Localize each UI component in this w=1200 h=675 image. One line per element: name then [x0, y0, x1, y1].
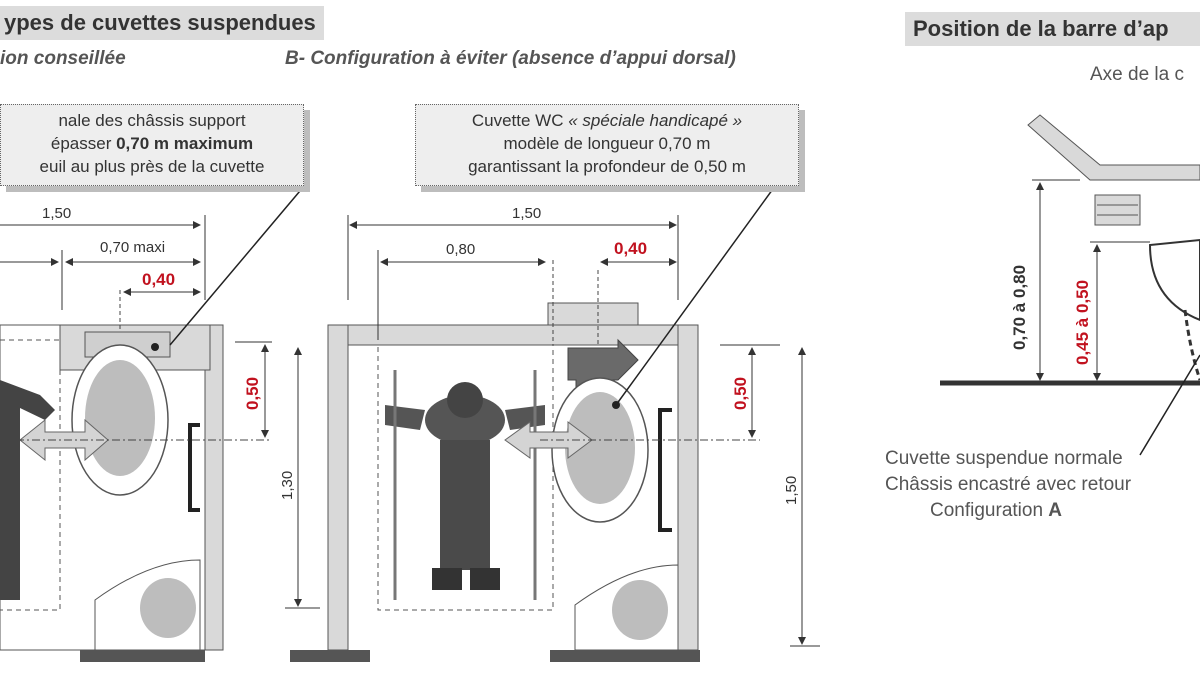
leader-line-b — [615, 181, 779, 406]
wall-a-right — [204, 324, 224, 651]
pointer-dot-a — [151, 343, 159, 351]
dim-red-h-a: 0,40 — [142, 270, 175, 289]
dim-red-v-a: 0,50 — [243, 377, 262, 410]
dim-red-c: 0,45 à 0,50 — [1073, 280, 1092, 365]
note-a-line2: épasser 0,70 m maximum — [1, 132, 303, 155]
dim-red-c-text: 0,45 à 0,50 — [1073, 280, 1092, 365]
grab-bar-raised-c — [1027, 114, 1200, 181]
dim-left-b: 0,80 — [446, 241, 475, 258]
grab-bar-section-c — [1094, 194, 1141, 226]
toilet-seat-a — [85, 360, 155, 476]
caption-c: Cuvette suspendue normale Châssis encast… — [885, 446, 1131, 524]
dim-height-c-text: 0,70 à 0,80 — [1010, 265, 1029, 350]
section-c-title: Position de la barre d’ap — [905, 12, 1200, 46]
floor-b-left — [290, 650, 370, 662]
note-b-line1-italic: « spéciale handicapé » — [568, 111, 743, 130]
wheelchair-zone-b — [377, 344, 554, 611]
dim-red-h-b: 0,40 — [614, 239, 647, 258]
note-b-line1: Cuvette WC « spéciale handicapé » — [416, 109, 798, 132]
caption-c-line3: Configuration A — [885, 498, 1131, 524]
floor-a — [80, 650, 205, 662]
note-b-line2: modèle de longueur 0,70 m — [503, 134, 711, 153]
floor-b-right — [550, 650, 700, 662]
elevation-c: 0,70 à 0,80 0,45 à 0,50 — [940, 114, 1200, 456]
caption-c-line3-text: Configuration — [930, 500, 1049, 521]
wall-b-left — [327, 324, 349, 651]
dim-height-c: 0,70 à 0,80 — [1010, 265, 1029, 350]
chassis-b — [547, 302, 639, 326]
wall-b-right — [677, 324, 699, 651]
dim-depth-b: 1,50 — [783, 476, 800, 505]
note-b: Cuvette WC « spéciale handicapé » modèle… — [415, 104, 799, 186]
section-a-title: ypes de cuvettes suspendues — [0, 6, 324, 40]
note-a-line2-bold: 0,70 m maximum — [116, 134, 254, 153]
plan-b: 1,50 0,80 0,40 0,50 1,50 — [290, 181, 820, 662]
section-b-subtitle: B- Configuration à éviter (absence d’app… — [285, 48, 736, 69]
user-figure-a — [0, 380, 55, 600]
sink-basin-a — [140, 578, 196, 638]
chassis-profile-c — [1183, 309, 1200, 381]
note-b-line1-text: Cuvette WC — [471, 111, 569, 130]
note-a: nale des châssis support épasser 0,70 m … — [0, 104, 304, 186]
grab-bar-b — [658, 408, 672, 532]
leader-line-c — [1139, 354, 1200, 456]
toilet-profile-c — [1148, 238, 1200, 322]
caption-c-line2: Châssis encastré avec retour — [885, 474, 1132, 495]
dim-red-v-b: 0,50 — [731, 377, 750, 410]
section-a-subtitle: ion conseillée — [0, 48, 126, 69]
wheelchair-zone-a — [0, 339, 61, 611]
wall-b-top — [327, 324, 699, 346]
note-b-line3: garantissant la profondeur de 0,50 m — [468, 157, 746, 176]
toilet-seat-b — [565, 392, 635, 504]
dim-total-b: 1,50 — [512, 205, 541, 222]
note-a-line1: nale des châssis support — [58, 111, 246, 130]
dim-depth-a: 1,30 — [279, 471, 296, 500]
grab-bar-a — [188, 423, 200, 512]
plan-a: 1,50 0,70 maxi 0,40 0,50 1,30 — [0, 184, 320, 662]
axis-label-c: Axe de la c — [1090, 64, 1184, 85]
note-a-line3: euil au plus près de la cuvette — [39, 157, 265, 176]
dim-total-a: 1,50 — [42, 205, 71, 222]
note-a-line2-text: épasser — [50, 134, 117, 153]
caption-c-line3-bold: A — [1048, 500, 1063, 521]
leader-line-a — [169, 184, 306, 346]
caption-c-line1: Cuvette suspendue normale — [885, 448, 1123, 469]
sink-basin-b — [612, 580, 668, 640]
user-figure-b — [385, 370, 545, 600]
dim-max-a: 0,70 maxi — [100, 239, 165, 256]
